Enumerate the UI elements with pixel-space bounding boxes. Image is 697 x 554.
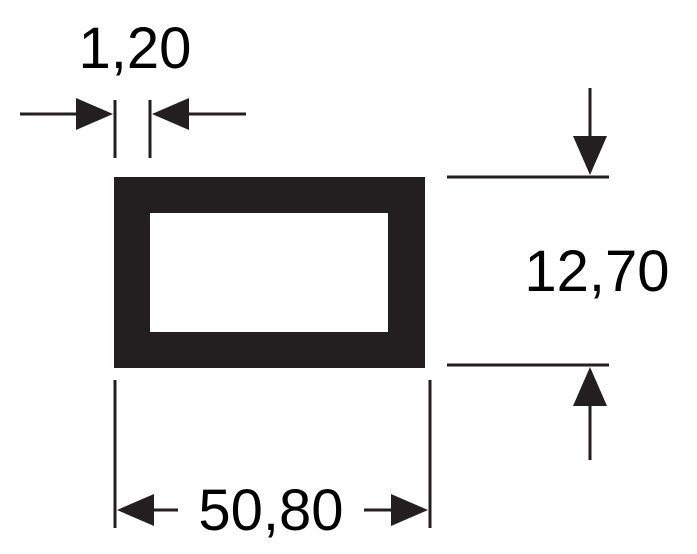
height-label: 12,70	[524, 239, 669, 304]
height-dimension	[447, 88, 609, 460]
width-dimension	[113, 380, 432, 528]
tube-inner-hollow	[150, 213, 388, 332]
width-label: 50,80	[198, 478, 343, 543]
arrow-left-icon	[117, 494, 154, 526]
arrow-right-icon	[76, 98, 113, 130]
arrow-down-icon	[573, 136, 607, 175]
wall-thickness-label: 1,20	[79, 16, 192, 81]
arrow-left-icon	[152, 98, 189, 130]
arrow-up-icon	[573, 367, 607, 406]
arrow-right-icon	[391, 494, 428, 526]
tube-profile	[114, 177, 425, 368]
wall-thickness-dimension	[20, 98, 246, 158]
